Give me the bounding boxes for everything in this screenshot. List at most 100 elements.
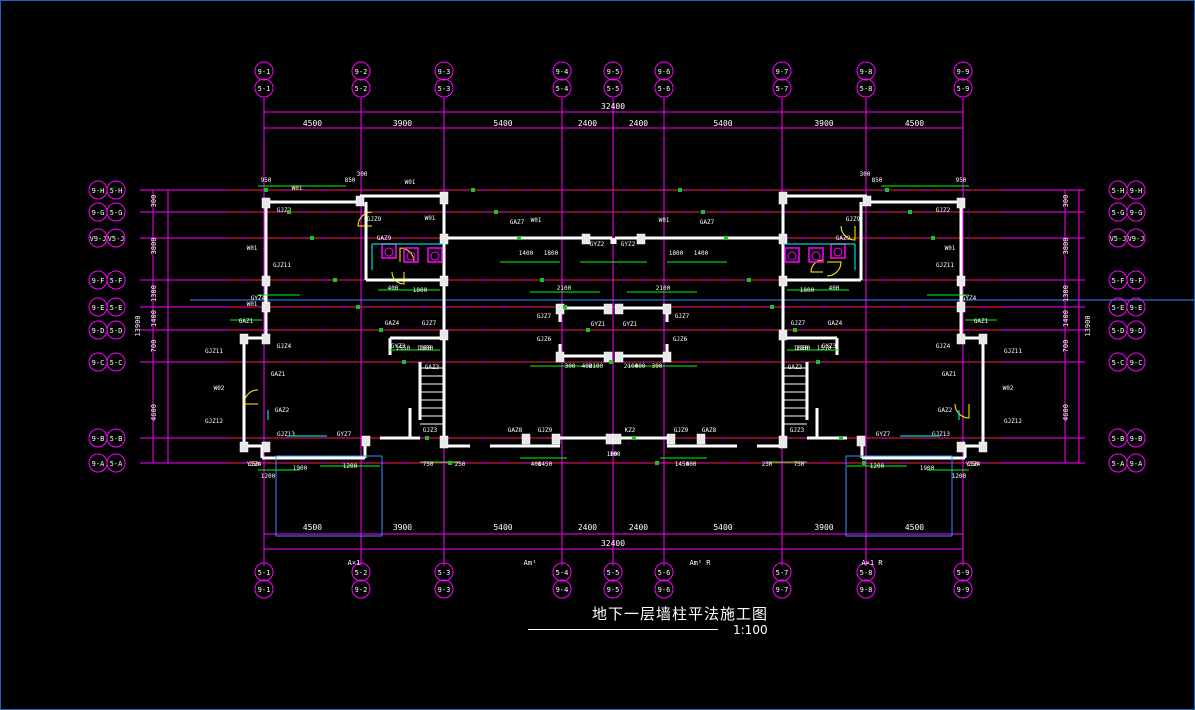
column (581, 233, 591, 245)
inner-dim-label: 400 (686, 461, 697, 468)
column (239, 333, 249, 345)
grid-bubble-top (351, 61, 371, 81)
inner-dim-label: 1200 (261, 473, 276, 480)
grid-bubble-right (1126, 352, 1146, 372)
inner-dim-label: 1900 (920, 465, 935, 472)
door-swing (391, 271, 405, 285)
rebar-marker (701, 210, 705, 214)
grid-bubble-bottom-label: 9-2 (355, 586, 368, 594)
inner-dim-label: 300 (860, 171, 871, 178)
grid-bubble-bottom-inner (351, 562, 371, 582)
column (555, 303, 565, 315)
rebar-marker (793, 328, 797, 332)
grid-bubble-left-inner-label: 5-C (110, 359, 123, 367)
wall-label: W01 (247, 301, 258, 308)
column-label-right: GAZ1 (942, 371, 957, 378)
inner-dim-label: 1800 (413, 287, 428, 294)
dim-top-label: 4500 (303, 119, 322, 128)
toilet-fixture-bowl (406, 251, 416, 261)
dim-left-label: 300 (150, 195, 158, 208)
rebar-marker (724, 236, 728, 240)
toilet-fixture-bowl (430, 251, 440, 261)
inner-dim-label: 2100 (589, 363, 604, 370)
rebar-marker (287, 210, 291, 214)
dim-left-total: 13900 (134, 315, 142, 336)
inner-dim-label: 1450 (538, 461, 553, 468)
column-label-center: GAZ8 (508, 427, 523, 434)
grid-bubble-bottom-inner-label: 5-2 (355, 569, 368, 577)
rebar-marker (839, 436, 843, 440)
column-label-right: GJZ11 (936, 262, 954, 269)
grid-bubble-left-label: 9-E (92, 304, 105, 312)
grid-bubble-bottom-label: 9-1 (258, 586, 271, 594)
dim-left-label: 4600 (150, 404, 158, 421)
inner-dim-label: 750 (794, 461, 805, 468)
column-label-left: GAZ1 (271, 371, 286, 378)
column (666, 433, 676, 445)
dim-bottom-label: 3900 (393, 523, 412, 532)
grid-bubble-bottom (254, 579, 274, 599)
grid-bubble-top-inner (254, 78, 274, 98)
column (261, 441, 271, 453)
grid-bubble-bottom-inner-label: 5-7 (776, 569, 789, 577)
column-label-left: GJZ11 (273, 262, 291, 269)
column (361, 435, 371, 447)
grid-bubble-left-label: 9-F (92, 277, 105, 285)
toilet-fixture (808, 247, 824, 263)
column-label-center: GAZ7 (510, 219, 525, 226)
toilet-fixture (403, 247, 419, 263)
toilet-fixture-bowl (787, 251, 797, 261)
grid-bubble-top-inner (434, 78, 454, 98)
grid-bubble-top-label: 9-1 (258, 68, 271, 76)
rebar-marker (471, 188, 475, 192)
grid-bubble-left-label: 9-G (92, 209, 105, 217)
column (614, 303, 624, 315)
rebar-marker (816, 360, 820, 364)
grid-bubble-left-inner (106, 228, 126, 248)
column-label-left: GAZ1 (239, 318, 254, 325)
grid-bubble-right-label: V9-J (1128, 235, 1145, 243)
column (614, 351, 624, 363)
inner-dim-label: 1800 (669, 250, 684, 257)
grid-bubble-bottom-inner (254, 562, 274, 582)
column-label-right: GJZ2 (936, 207, 951, 214)
grid-bubble-right-inner-label: 5-H (1112, 187, 1125, 195)
grid-bubble-right-inner-label: 5-E (1112, 304, 1125, 312)
dim-top-label: 5400 (713, 119, 732, 128)
column-label-left: GJZ9 (367, 216, 382, 223)
rebar-marker (609, 360, 613, 364)
inner-dim-label: 850 (345, 177, 356, 184)
rebar-marker (747, 278, 751, 282)
column-label-center: GYZ1 (623, 321, 638, 328)
grid-bubble-bottom-label: 9-3 (438, 586, 451, 594)
column-label-left: GYZ3 (391, 343, 406, 350)
rebar-marker (931, 236, 935, 240)
column (862, 195, 872, 207)
grid-bubble-bottom (351, 579, 371, 599)
dim-bottom-label: 5400 (713, 523, 732, 532)
grid-bubble-left-inner (106, 453, 126, 473)
column (355, 195, 365, 207)
grid-bubble-bottom-inner (953, 562, 973, 582)
grid-bubble-right-label: 9-F (1130, 277, 1143, 285)
column (956, 333, 966, 345)
grid-bubble-left-inner-label: 5-A (110, 460, 123, 468)
column (956, 197, 966, 209)
grid-bubble-left-label: 9-C (92, 359, 105, 367)
rebar-marker (908, 210, 912, 214)
rebar-marker (517, 236, 521, 240)
rebar-marker (402, 360, 406, 364)
grid-bubble-top-label: 9-6 (658, 68, 671, 76)
column (662, 351, 672, 363)
inner-dim-label: 1900 (293, 465, 308, 472)
grid-bubble-left-inner-label: 5-D (110, 327, 123, 335)
rebar-marker (540, 278, 544, 282)
toilet-fixture (427, 247, 443, 263)
wall-label: W01 (292, 185, 303, 192)
column-label-right: GJZ3 (790, 427, 805, 434)
window-well-outline (845, 455, 953, 537)
column (612, 433, 622, 445)
inner-dim-label: 400 (582, 363, 593, 370)
door-swing (954, 403, 970, 419)
column-label-center: GJZ9 (538, 427, 553, 434)
